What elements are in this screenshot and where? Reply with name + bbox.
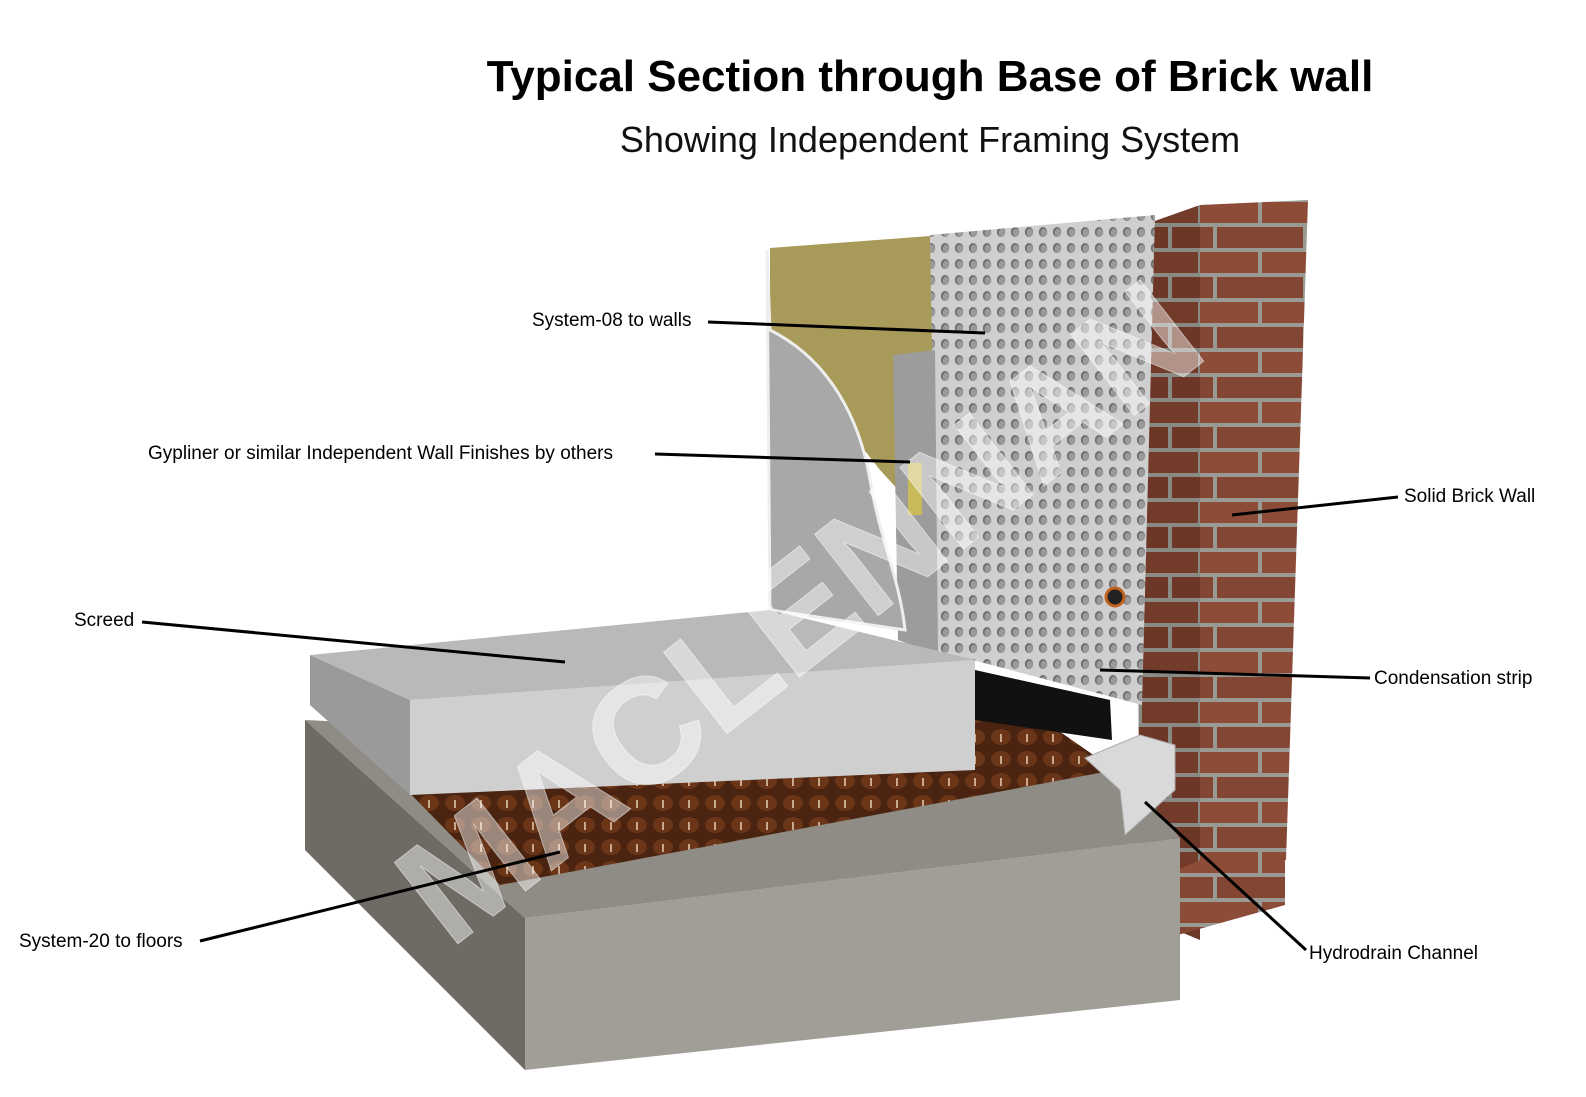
- label-brick: Solid Brick Wall: [1404, 486, 1536, 507]
- label-condensation: Condensation strip: [1374, 668, 1533, 689]
- label-system20: System-20 to floors: [19, 931, 183, 952]
- leader-system20: [199, 850, 561, 943]
- insulation-layer: [770, 236, 935, 530]
- diagram-title: Typical Section through Base of Brick wa…: [486, 52, 1374, 101]
- concrete-slab-left: [305, 720, 525, 1070]
- membrane-plug: [1104, 586, 1126, 608]
- leader-brick: [1231, 495, 1399, 517]
- screed-top: [310, 610, 975, 700]
- leader-system08: [707, 320, 986, 335]
- leader-gypliner: [654, 452, 911, 464]
- label-gypliner: Gypliner or similar Independent Wall Fin…: [148, 443, 613, 464]
- gypliner-board: [765, 249, 907, 632]
- frame-fixing: [908, 463, 922, 515]
- diagram-subtitle: Showing Independent Framing System: [619, 119, 1241, 160]
- screed-front: [410, 660, 975, 795]
- screed-left: [310, 655, 410, 795]
- system-08-membrane: [930, 215, 1155, 705]
- brick-wall-front: [1200, 200, 1308, 880]
- leader-condensation: [1099, 668, 1371, 680]
- label-screed: Screed: [74, 610, 135, 631]
- leader-screed: [141, 620, 566, 664]
- leader-hydrodrain: [1143, 800, 1308, 952]
- condensation-strip: [975, 670, 1112, 740]
- label-hydrodrain: Hydrodrain Channel: [1309, 943, 1478, 964]
- label-system08: System-08 to walls: [532, 310, 692, 331]
- concrete-slab-front: [525, 838, 1180, 1070]
